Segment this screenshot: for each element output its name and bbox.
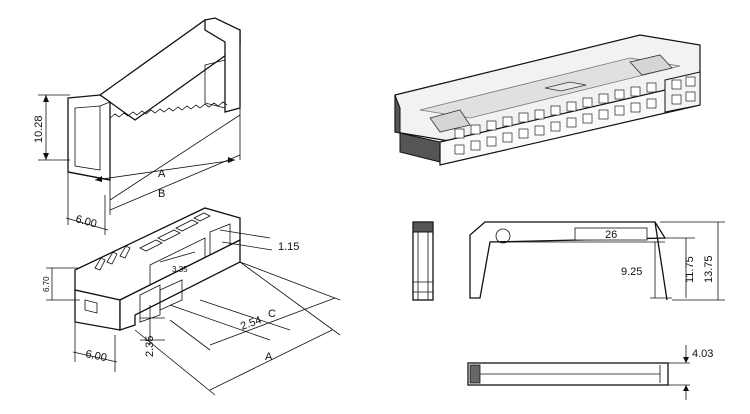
dim-a-label-top: A [158, 168, 166, 180]
dim-height-bottom: 6.70 [42, 267, 80, 301]
dim-width-bottom: 6.00 [72, 322, 118, 372]
pin-count-label: 26 [605, 229, 617, 241]
dim-a-bottom: A [134, 261, 341, 396]
dim-2-54-label: 2.54 [239, 314, 263, 333]
dim-9-25: 9.25 [621, 242, 672, 299]
dim-a-label-bottom: A [265, 351, 273, 363]
dim-1-15: 1.15 [219, 229, 299, 253]
connector-3d-render [394, 34, 701, 166]
dim-2-35-label: 2.35 [144, 336, 156, 357]
dim-c: C [169, 261, 341, 351]
dim-3-35-label: 3.35 [172, 265, 188, 274]
housing-isometric-view [74, 207, 241, 331]
cover-end-view [412, 221, 434, 301]
dim-width-top: 6.00 [65, 172, 109, 235]
dim-6-00-bottom-label: 6.00 [84, 348, 107, 364]
dim-9-25-label: 9.25 [621, 266, 642, 278]
dim-2-35: 2.35 [140, 305, 165, 357]
cover-plan-view [467, 362, 669, 386]
cover-isometric-view [67, 17, 241, 181]
dim-b-label-top: B [158, 188, 165, 200]
dim-4-03-label: 4.03 [692, 348, 713, 360]
cover-side-view: 26 [469, 221, 668, 301]
dim-13-75-label: 13.75 [703, 255, 715, 283]
dim-1-15-label: 1.15 [278, 241, 299, 253]
dim-6-70-label: 6.70 [42, 276, 51, 292]
dim-11-75-label: 11.75 [684, 256, 696, 283]
dim-a-b-top: A B [94, 108, 241, 215]
dim-11-75: 11.75 [665, 237, 696, 298]
dim-c-label: C [268, 308, 276, 320]
dim-10-28-label: 10.28 [33, 115, 45, 143]
dim-4-03: 4.03 [668, 345, 713, 400]
dim-6-00-top-label: 6.00 [74, 213, 98, 230]
dim-3-35: 3.35 [159, 251, 196, 274]
dim-height-top: 10.28 [33, 94, 70, 161]
dim-13-75: 13.75 [660, 221, 725, 301]
